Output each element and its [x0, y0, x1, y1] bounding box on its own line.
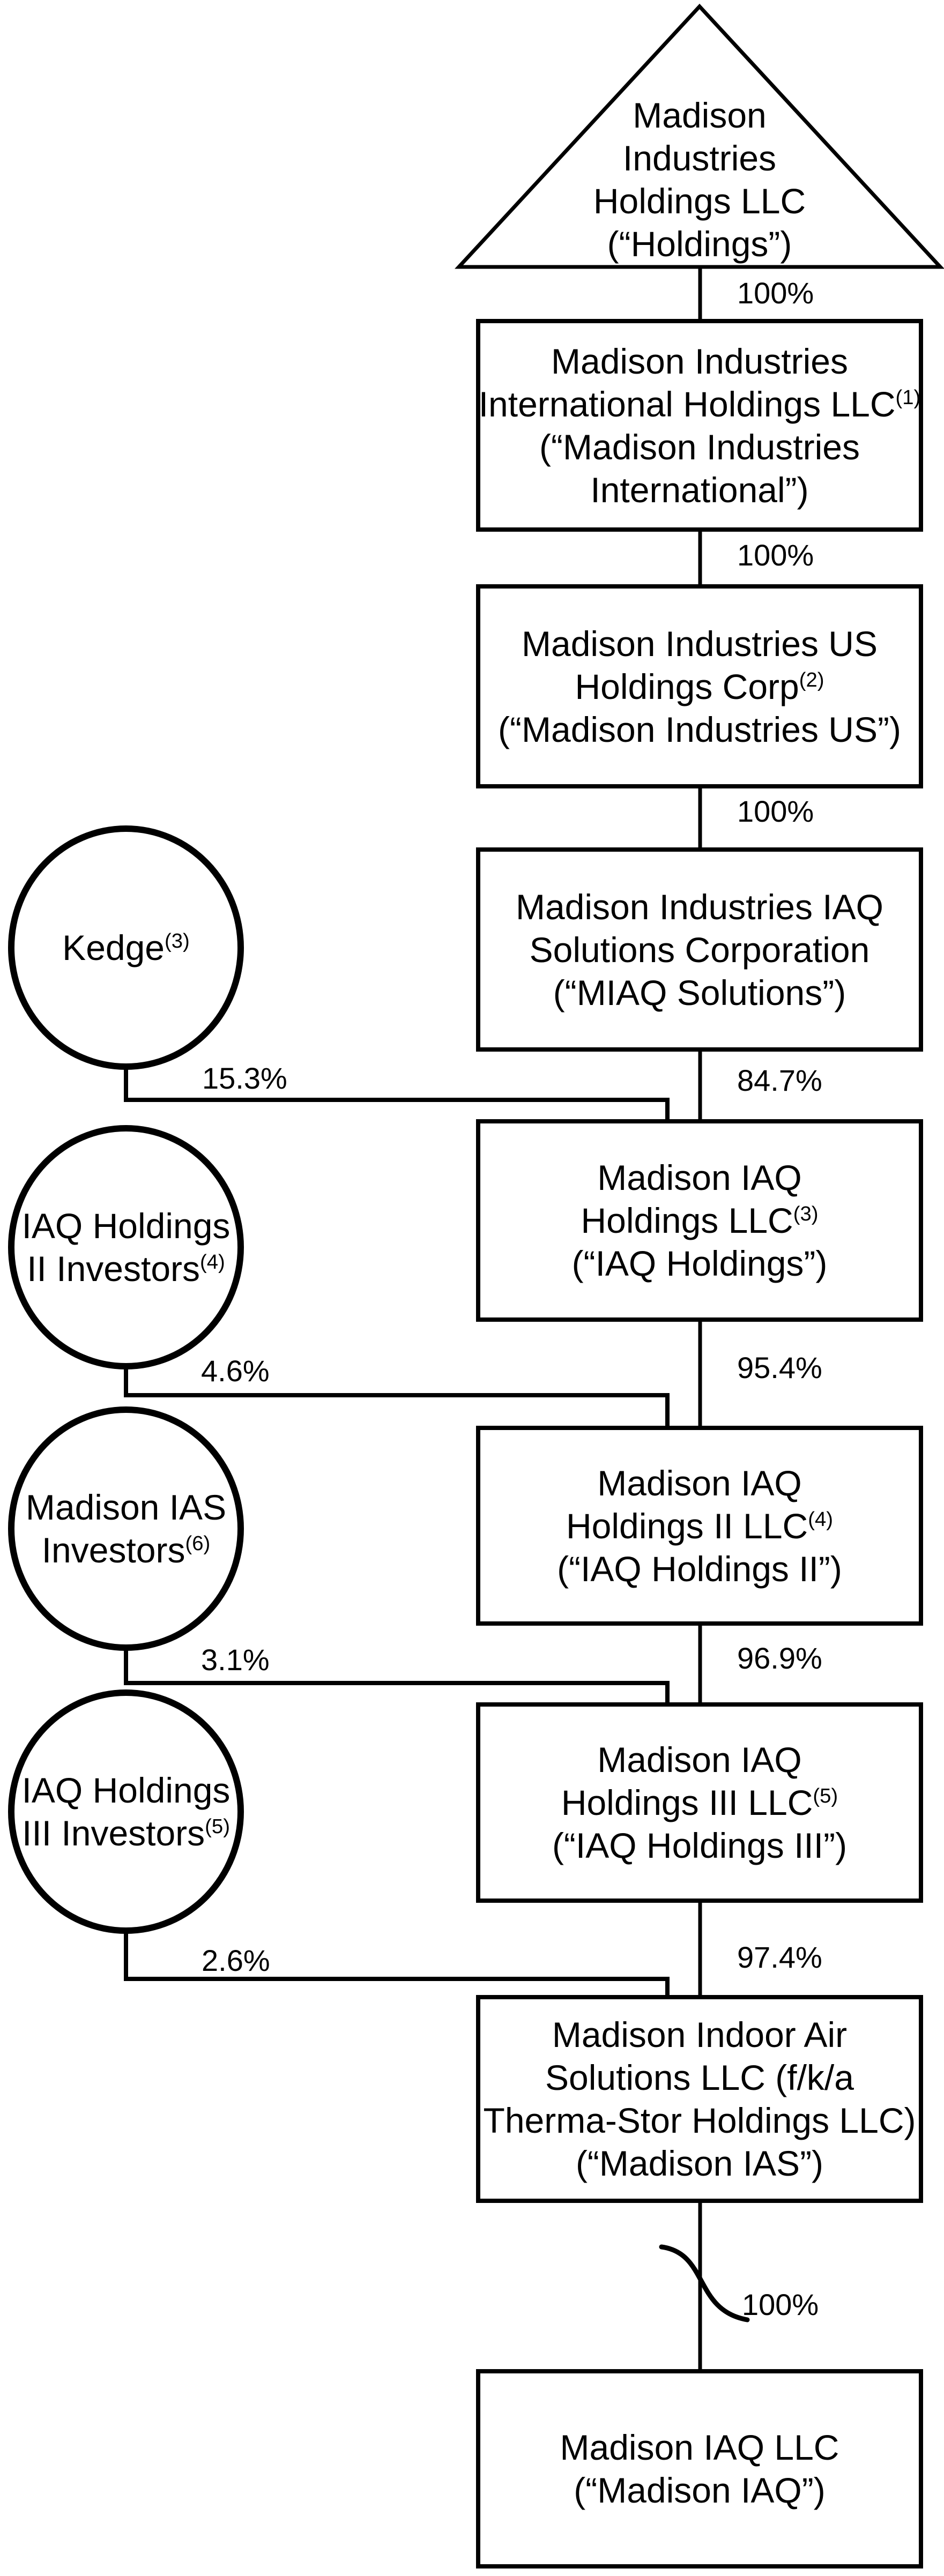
footnote-ref: (5) — [205, 1815, 230, 1838]
node-text-line: Madison IAQ LLC — [560, 2428, 839, 2467]
node-text-line: Holdings II LLC(4) — [566, 1506, 834, 1546]
node-text-line: Madison IAS — [25, 1487, 227, 1527]
node-text-line: Holdings III LLC(5) — [561, 1783, 838, 1822]
node-text-line: Investors(6) — [41, 1530, 211, 1570]
node-text-line: (“IAQ Holdings III”) — [552, 1826, 848, 1865]
node-text-line: Solutions LLC (f/k/a — [545, 2058, 854, 2097]
node-text-line: Kedge(3) — [62, 928, 190, 967]
footnote-ref: (1) — [895, 385, 921, 409]
node-text-line: Madison IAQ — [597, 1740, 802, 1780]
node-text-line: Madison Industries — [551, 341, 848, 381]
node-text-line: Holdings LLC(3) — [581, 1201, 819, 1240]
node-text-line: Madison IAQ — [597, 1463, 802, 1503]
node-iaq-holdings-iii: Madison IAQ Holdings III LLC(5) (“IAQ Ho… — [476, 1702, 923, 1903]
node-text-line: (“Madison IAS”) — [575, 2143, 824, 2183]
edge-kedge-iaq-holdings — [124, 1069, 670, 1121]
node-text-line: IAQ Holdings — [21, 1206, 231, 1246]
ownership-label-iaq-holdings-ii-iaq-holdings-iii: 96.9% — [737, 1641, 822, 1675]
footnote-ref: (3) — [793, 1202, 819, 1225]
edge-investors-ii-iaq-holdings-ii — [124, 1368, 670, 1428]
node-text-line: Industries — [622, 138, 777, 178]
ownership-label-holdings-international: 100% — [737, 276, 814, 310]
node-text-line: (“IAQ Holdings”) — [571, 1244, 828, 1283]
ownership-label-ias-investors-iaq-holdings-iii: 3.1% — [201, 1643, 270, 1677]
node-text-line: Madison Industries US — [522, 623, 878, 664]
triangle-node-shape — [455, 3, 944, 269]
node-iaq-holdings-ii-investors: IAQ Holdings II Investors(4) — [8, 1125, 244, 1369]
ownership-label-miaq-solutions-iaq-holdings: 84.7% — [737, 1063, 822, 1097]
node-text-line: (“Madison IAQ”) — [574, 2470, 826, 2510]
node-madison-ias: Madison Indoor Air Solutions LLC (f/k/a … — [476, 1995, 923, 2203]
node-kedge: Kedge(3) — [8, 825, 244, 1070]
node-text-line: Holdings LLC — [593, 181, 806, 221]
node-iaq-holdings-ii: Madison IAQ Holdings II LLC(4) (“IAQ Hol… — [476, 1426, 923, 1626]
footnote-ref: (2) — [799, 668, 824, 691]
node-text-line: International Holdings LLC(1) — [478, 384, 921, 424]
node-iaq-holdings: Madison IAQ Holdings LLC(3) (“IAQ Holdin… — [476, 1119, 923, 1322]
node-text-line: International”) — [590, 470, 809, 510]
ownership-label-investors-iii-madison-ias: 2.6% — [202, 1944, 270, 1977]
node-text-line: Madison Industries IAQ — [516, 887, 883, 927]
ownership-label-iaq-holdings-iii-madison-ias: 97.4% — [737, 1940, 822, 1974]
node-text-line: Therma-Stor Holdings LLC) — [483, 2101, 916, 2140]
node-text-line: (“Madison Industries US”) — [498, 709, 901, 749]
node-holdings-triangle: Madison Industries Holdings LLC (“Holdin… — [461, 94, 938, 265]
ownership-label-kedge-iaq-holdings: 15.3% — [202, 1061, 287, 1095]
node-text-line: (“IAQ Holdings II”) — [557, 1548, 842, 1589]
footnote-ref: (4) — [200, 1250, 225, 1274]
ownership-label-investors-ii-iaq-holdings-ii: 4.6% — [201, 1354, 270, 1388]
edge-investors-iii-madison-ias — [124, 1933, 670, 1997]
node-text-line: Madison — [633, 95, 767, 135]
node-text-line: III Investors(5) — [22, 1813, 230, 1853]
node-text-line: IAQ Holdings — [21, 1770, 231, 1810]
node-madison-industries-us: Madison Industries US Holdings Corp(2) (… — [476, 584, 923, 788]
node-madison-iaq: Madison IAQ LLC (“Madison IAQ”) — [476, 2369, 923, 2568]
footnote-ref: (3) — [165, 929, 190, 952]
node-text-line: II Investors(4) — [27, 1249, 225, 1289]
edge-ias-investors-iaq-holdings-iii — [124, 1650, 670, 1704]
ownership-label-madison-ias-madison-iaq: 100% — [742, 2288, 819, 2321]
node-text-line: Holdings Corp(2) — [575, 666, 824, 706]
ownership-label-international-us: 100% — [737, 538, 814, 572]
node-text-line: Solutions Corporation — [529, 929, 870, 970]
node-iaq-holdings-iii-investors: IAQ Holdings III Investors(5) — [8, 1689, 244, 1934]
line-break-mark — [659, 2244, 750, 2322]
footnote-ref: (6) — [185, 1532, 211, 1555]
node-madison-ias-investors: Madison IAS Investors(6) — [8, 1406, 244, 1651]
node-text-line: (“MIAQ Solutions”) — [553, 972, 846, 1012]
node-text-line: Madison Indoor Air — [552, 2015, 848, 2054]
node-madison-industries-international: Madison Industries International Holding… — [476, 319, 923, 532]
ownership-label-us-miaq-solutions: 100% — [737, 794, 814, 828]
node-text-line: (“Madison Industries — [539, 427, 860, 467]
footnote-ref: (5) — [813, 1784, 838, 1807]
node-text-line: Madison IAQ — [597, 1158, 802, 1197]
ownership-label-iaq-holdings-iaq-holdings-ii: 95.4% — [737, 1351, 822, 1384]
footnote-ref: (4) — [808, 1507, 834, 1531]
node-miaq-solutions: Madison Industries IAQ Solutions Corpora… — [476, 847, 923, 1052]
node-text-line: (“Holdings”) — [607, 224, 792, 264]
